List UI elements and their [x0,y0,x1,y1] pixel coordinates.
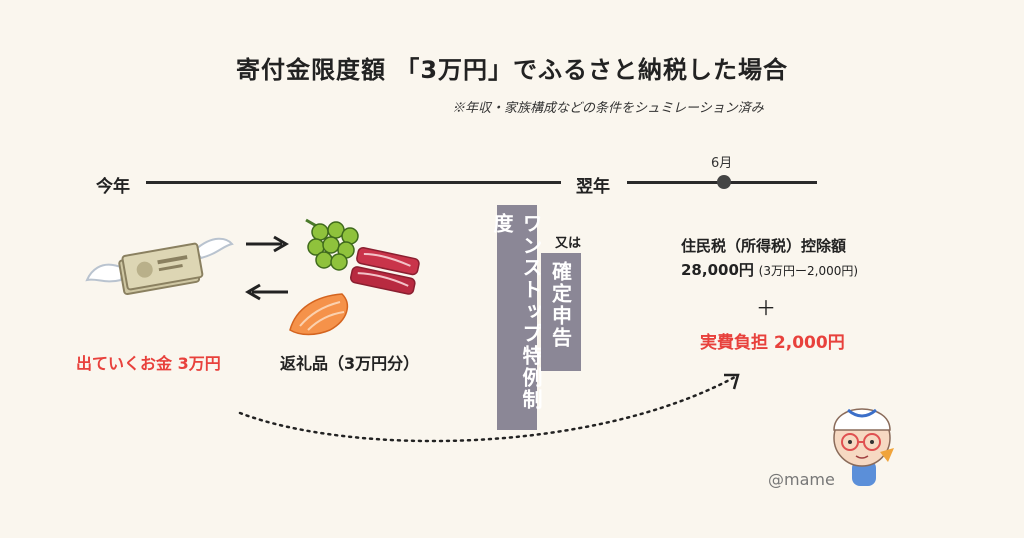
outgoing-money-label: 出ていくお金 3万円 [76,354,221,373]
next-year-label: 翌年 [576,177,610,197]
tax-return-box: 確定申告 [541,253,581,371]
tax-return-label: 確定申告 [548,261,573,349]
arrow-right-icon [246,235,289,253]
actual-burden-label: 実費負担 2,000円 [700,333,845,353]
this-year-line [146,181,561,184]
meat-icon [350,247,420,295]
simulation-note: ※年収・家族構成などの条件をシュミレーション済み [452,101,764,116]
plus-sign: ＋ [756,296,776,320]
flying-money-icon [85,237,234,296]
diagram-title: 寄付金限度額 「3万円」でふるさと納税した場合 [235,56,789,84]
flow-arrow-icon [238,373,740,443]
june-label: 6月 [711,156,733,171]
arrow-left-icon [245,283,288,301]
deduction-amount: 28,000円 [681,261,754,279]
or-label: 又は [555,236,582,251]
one-stop-box: ワンストップ特例制度 [490,205,543,430]
deduction-formula: (3万円ー2,000円) [758,264,859,278]
deduction-label: 住民税（所得税）控除額 [681,237,847,255]
gifts-label: 返礼品（3万円分） [280,354,420,373]
deduction-row: 28,000円 (3万円ー2,000円) [681,259,858,280]
grapes-icon [305,218,359,271]
june-marker [717,175,731,189]
salmon-icon [289,293,349,336]
character-avatar-icon [833,408,894,486]
this-year-label: 今年 [96,177,130,197]
author-watermark: @mame [768,470,835,489]
one-stop-label: ワンストップ特例制度 [490,213,543,411]
